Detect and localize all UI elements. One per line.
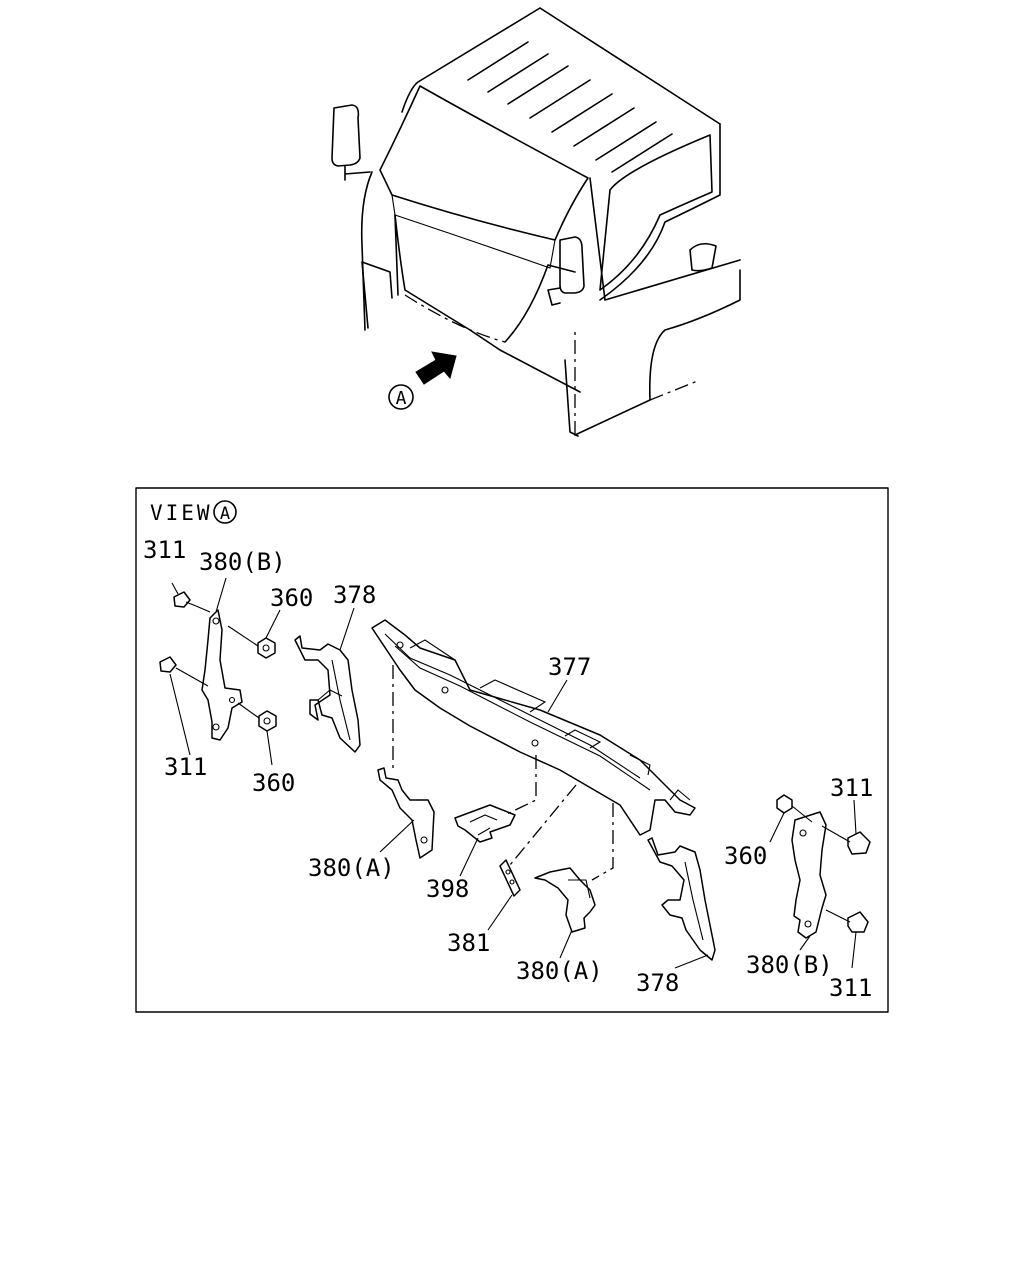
part-311-bolt-upper-left [173,591,197,608]
part-360-nut-lower [258,710,277,732]
callout-360-right: 360 [724,842,767,870]
callout-311-bottom-right: 311 [829,974,872,1002]
view-title: VIEW A [150,500,237,525]
part-360-nut-right [776,794,793,814]
part-378-left-bracket [294,635,361,753]
callout-360-bottom: 360 [252,769,295,797]
part-381-spacer [499,859,521,897]
leader-lines [169,577,857,969]
part-311-bolt-lower-left [159,656,177,673]
view-title-word: VIEW [150,501,213,525]
part-398-plate [454,804,516,843]
callout-311-top-left: 311 [143,536,186,564]
callout-360-top: 360 [270,584,313,612]
part-311-bolt-upper-right [821,825,871,855]
view-a-frame [135,487,889,1013]
callout-380b-top-left: 380(B) [199,548,286,576]
part-360-nut-upper [257,637,276,659]
callout-380b-right: 380(B) [746,951,833,979]
view-title-letter: A [220,504,230,524]
callout-380a-center: 380(A) [516,957,603,985]
part-380a-center-bracket [534,867,596,933]
callout-311-bottom-left: 311 [164,753,207,781]
callout-378-top: 378 [333,581,376,609]
part-380b-left-bracket [201,609,243,741]
callout-378-bottom: 378 [636,969,679,997]
part-380a-left-bracket [377,767,435,859]
part-380b-right-bracket [791,811,827,939]
callout-311-top-right: 311 [830,774,873,802]
part-377-crossmember [371,619,696,836]
callout-377: 377 [548,653,591,681]
callout-398: 398 [426,875,469,903]
part-378-right-bracket [647,837,716,961]
view-marker-letter: A [396,388,407,409]
callout-380a-left: 380(A) [308,854,395,882]
callout-381: 381 [447,929,490,957]
part-311-bolt-lower-right [825,909,869,933]
truck-cab-illustration: A [331,7,741,437]
